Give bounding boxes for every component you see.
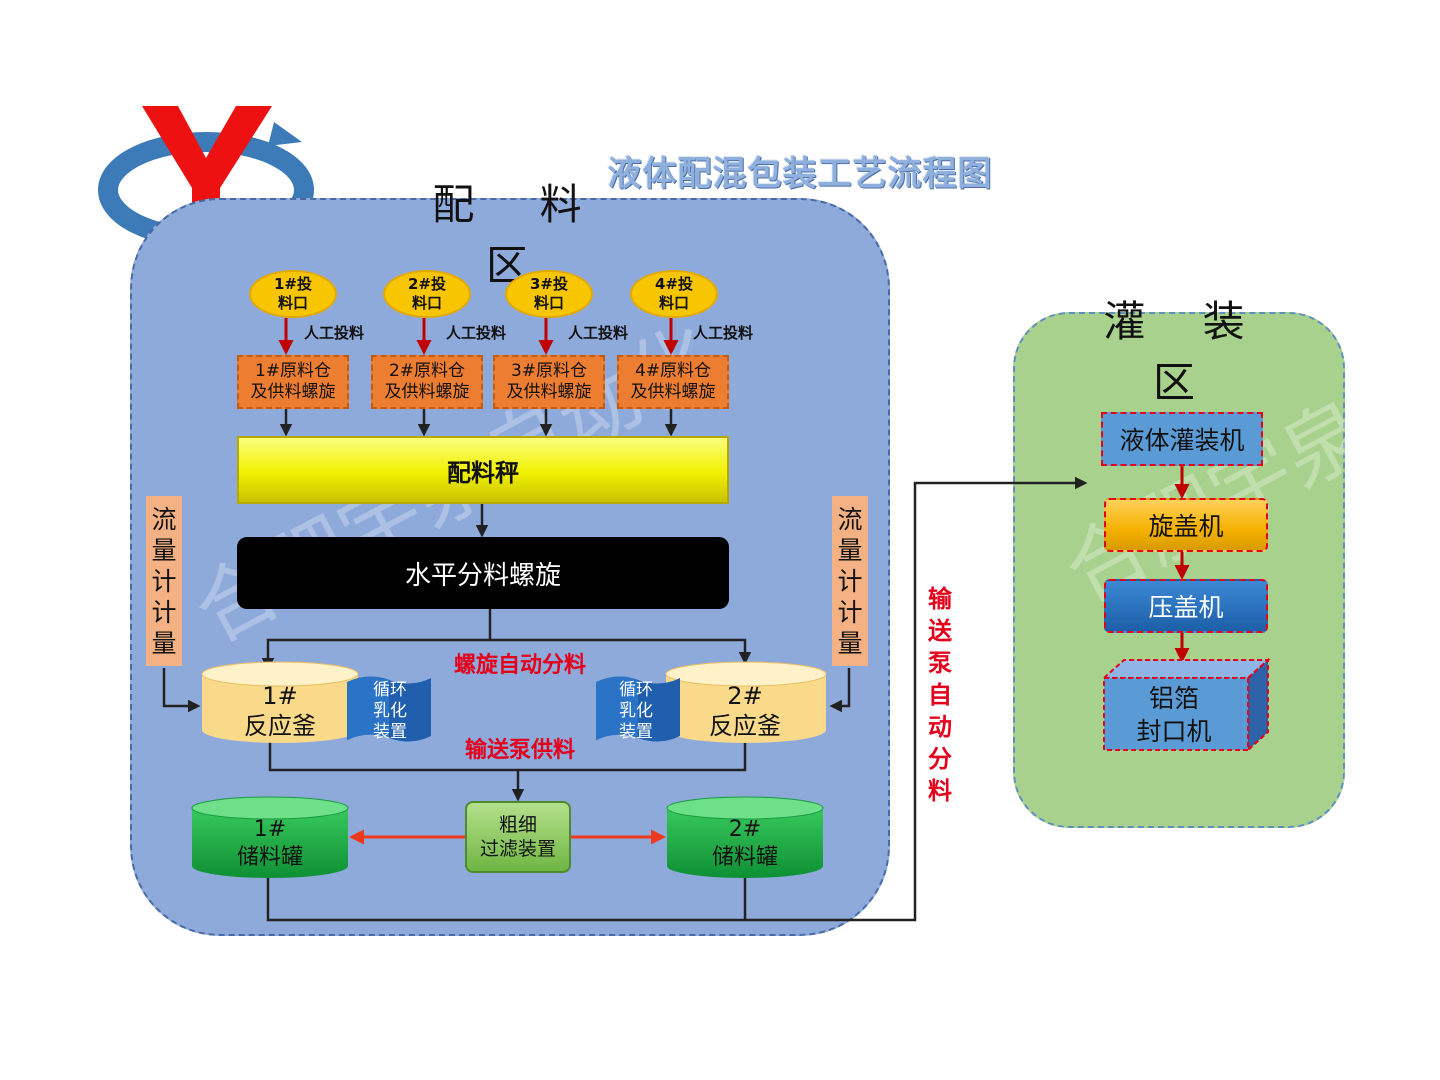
silo-2: 2#原料仓 及供料螺旋: [371, 355, 483, 409]
sealer-shape: [1101, 657, 1271, 753]
page-title: 液体配混包装工艺流程图: [607, 153, 993, 194]
flowmeter-left: 流 量 计 计 量: [146, 496, 182, 666]
liquid-filler: 液体灌装机: [1101, 412, 1263, 466]
feed-port-2: 2#投 料口: [383, 270, 471, 318]
manual-feed-label: 人工投料: [568, 324, 629, 342]
emulsifier-2-shape: [596, 676, 680, 742]
tank-2-shape: [666, 796, 824, 878]
filter-device: 粗细 过滤装置: [465, 801, 571, 873]
tank-1-shape: [191, 796, 349, 878]
split-right: [490, 638, 752, 665]
batching-scale: 配料秤: [237, 436, 729, 504]
auto-distribution-label: 螺旋自动分料: [453, 653, 586, 678]
reactor-2-shape: [665, 661, 827, 743]
cap-pressing-machine: 压盖机: [1104, 579, 1268, 633]
feed-port-1: 1#投 料口: [249, 270, 337, 318]
capping-machine: 旋盖机: [1104, 498, 1268, 552]
horizontal-splitter: 水平分料螺旋: [237, 537, 729, 609]
split-left: [261, 638, 490, 671]
reactor-1: 1# 反应釜: [244, 682, 316, 740]
logo-letter-y: [142, 106, 272, 224]
emulsifier-2: 循环 乳化 装置: [619, 679, 653, 742]
pump-auto-distribution-label: 输 送 泵 自 动 分 料: [928, 585, 952, 805]
feed-port-3: 3#投 料口: [505, 270, 593, 318]
manual-feed-label: 人工投料: [693, 324, 754, 342]
reactor-outlet: [268, 742, 747, 772]
reactor-1-shape: [201, 661, 359, 743]
silo-3: 3#原料仓 及供料螺旋: [493, 355, 605, 409]
silo-1: 1#原料仓 及供料螺旋: [237, 355, 349, 409]
silo-4: 4#原料仓 及供料螺旋: [617, 355, 729, 409]
storage-tank-1: 1# 储料罐: [236, 817, 303, 870]
foil-sealing-machine: 铝箔 封口机: [1136, 684, 1212, 746]
feed-port-4: 4#投 料口: [630, 270, 718, 318]
flowmeter-left-arrow: [162, 668, 201, 713]
storage-tank-2: 2# 储料罐: [711, 817, 778, 870]
pump-feed-label: 输送泵供料: [464, 738, 575, 763]
manual-feed-label: 人工投料: [446, 324, 507, 342]
manual-feed-label: 人工投料: [304, 324, 365, 342]
emulsifier-1: 循环 乳化 装置: [373, 679, 407, 742]
reactor-2: 2# 反应釜: [709, 682, 781, 740]
emulsifier-1-shape: [347, 676, 431, 742]
logo-arrowhead: [268, 122, 302, 146]
tank-to-filling-line: [266, 476, 1088, 922]
flowmeter-right: 流 量 计 计 量: [832, 496, 868, 666]
flowmeter-right-arrow: [829, 668, 851, 713]
